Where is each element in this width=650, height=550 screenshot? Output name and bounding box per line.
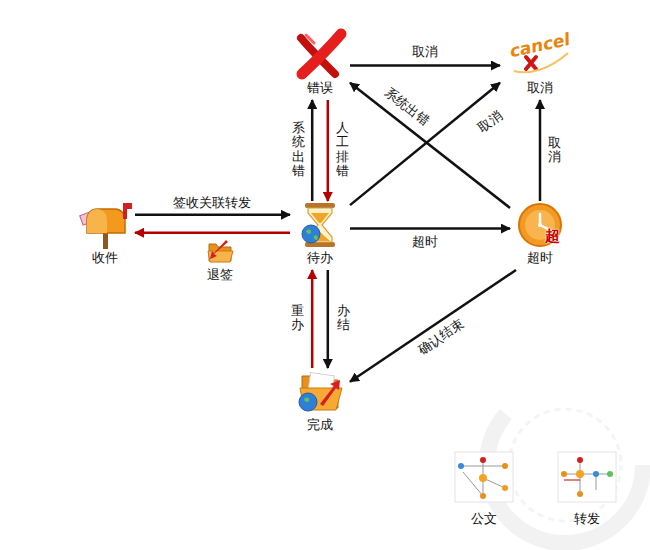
thumbnail-caption: 转发 [574,510,600,528]
clock-icon [519,204,561,246]
node-label: 收件 [92,249,118,266]
state-node: 完成 [290,368,350,437]
edge-label: 人工排错 [335,121,350,178]
edge-label: 退签 [206,267,234,283]
thumbnail [455,452,513,502]
edge-label: 超时 [411,234,439,250]
thumbnail [558,452,616,502]
error-icon [301,34,341,74]
edge-label: 重办 [290,304,305,333]
state-node: 收件 [75,201,135,270]
transition-arrow [350,270,516,382]
thumbnail-caption: 公文 [471,510,497,528]
transition-arrow [311,270,314,368]
state-node: cancel 取消 [500,31,580,100]
mailbox-icon [80,203,132,249]
state-node: 待办 [290,201,350,270]
transition-arrow [311,100,314,201]
node-label: 待办 [307,249,333,266]
hourglass-icon [302,203,335,247]
state-node: 超超时 [510,201,570,270]
transition-arrow [350,64,500,67]
transition-arrow [135,231,290,234]
node-label: 超时 [527,249,553,266]
transition-arrow [350,227,510,230]
edge-label: 取消 [547,136,562,165]
node-label: 取消 [527,79,553,96]
edge-label: 取消 [411,44,439,60]
return-icon [208,240,233,262]
transition-arrow [539,100,542,201]
edge-label: 取消 [474,107,506,136]
edge-label: 签收关联转发 [172,195,252,211]
folder-icon [299,373,342,411]
transition-arrow [135,214,290,217]
transition-arrow [327,100,330,201]
node-label: 完成 [307,416,333,433]
edge-label: 办结 [336,304,351,333]
transition-arrow [350,83,510,208]
edge-label: 系统出错 [291,121,306,178]
edge-label: 系统出错 [381,84,433,130]
watermark-ring [509,409,621,521]
state-node: 错误 [290,31,350,100]
icon-text: cancel [499,29,581,62]
node-label: 错误 [307,79,333,96]
icon-text: 超 [545,228,560,245]
transition-arrow [327,270,330,368]
